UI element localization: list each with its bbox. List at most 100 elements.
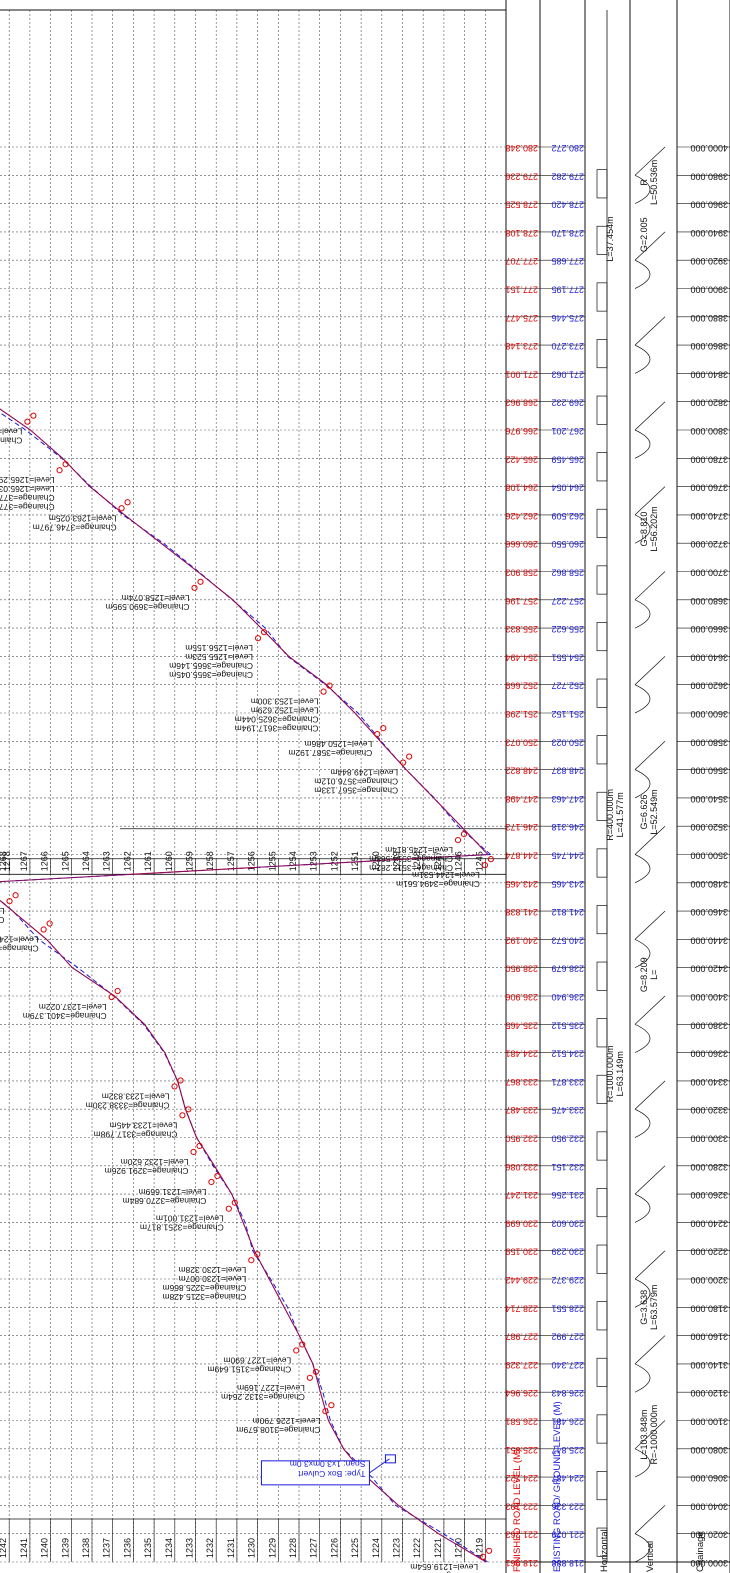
chainage-value: 3460.000: [690, 907, 728, 917]
upper-scale-label: 1263: [102, 851, 112, 871]
chainage-value: 3780.000: [690, 454, 728, 464]
vertical-curve: [634, 1363, 651, 1393]
ip-label: Chainage=3005.851m: [394, 1571, 478, 1573]
existing-level-value: 226.843: [551, 1388, 584, 1398]
ip-label: Level=1227.690m: [223, 1355, 291, 1365]
row-title-existing: EXISTING ROAD/ GROUND LEVEL (M): [552, 1401, 563, 1572]
ip-label: Level=1230.007m: [178, 1274, 246, 1284]
vertical-annotation: G=8.209: [639, 957, 649, 992]
chainage-value: 3160.000: [690, 1332, 728, 1342]
horizontal-annotation: L=63.149m: [615, 1051, 625, 1096]
ip-label: Level=1263.025m: [49, 513, 117, 523]
ip-label: Chainage=3270.684m: [123, 1196, 207, 1206]
existing-level-value: 241.812: [551, 907, 584, 917]
vertical-curve: [634, 854, 651, 884]
ip-marker: [24, 418, 31, 425]
ip-marker: [197, 578, 204, 585]
horizontal-annotation: L=37.454m: [605, 216, 615, 261]
vertical-annotation: G=2.005: [639, 217, 649, 252]
upper-scale-label: 1249: [392, 851, 402, 871]
horizontal-curve-box: [596, 961, 608, 991]
horizontal-curve-box: [596, 282, 608, 312]
existing-level-value: 250.023: [551, 737, 584, 747]
ip-label: Level=1226.790m: [253, 1416, 321, 1426]
vertical-grade: [634, 910, 666, 940]
ip-label: Level=1255.523m: [185, 652, 253, 662]
existing-level-value: 235.512: [551, 1020, 584, 1030]
ip-label: Level=1244.531m: [412, 870, 480, 880]
ip-label: Level=1240.935m: [0, 935, 39, 945]
chainage-value: 3060.000: [690, 1473, 728, 1483]
ip-label: Level=1265.030m: [0, 484, 55, 494]
upper-scale-label: 1260: [164, 851, 174, 871]
existing-level-value: 230.239: [551, 1247, 584, 1257]
existing-level-value: 221.029: [551, 1530, 584, 1540]
existing-ground-line: [0, 854, 491, 1563]
horizontal-curve-box: [596, 622, 608, 652]
vertical-curve: [634, 1193, 651, 1223]
ip-marker: [248, 1257, 255, 1264]
existing-level-value: 247.463: [551, 794, 584, 804]
finished-level-value: 224.722: [505, 1473, 538, 1483]
vertical-grade: [634, 1420, 666, 1450]
existing-level-value: 267.201: [551, 426, 584, 436]
existing-level-value: 236.940: [551, 992, 584, 1002]
vertical-curve: [634, 1023, 651, 1053]
horizontal-curve-box: [596, 508, 608, 538]
existing-level-value: 226.481: [551, 1417, 584, 1427]
culvert-symbol: [384, 1454, 396, 1464]
chainage-value: 3560.000: [690, 766, 728, 776]
upper-scale-label: 1266: [40, 851, 50, 871]
vertical-grade: [634, 1505, 666, 1534]
chainage-value: 3860.000: [690, 341, 728, 351]
chainage-value: 4000.000: [690, 143, 728, 153]
chainage-value: 3520.000: [690, 822, 728, 832]
vertical-annotation: G=8.810: [639, 512, 649, 547]
ip-label: Chainage=3665.146m: [169, 661, 253, 671]
existing-level-value: 240.573: [551, 935, 584, 945]
ip-marker: [293, 1347, 300, 1354]
ip-label: Chainage=3251.817m: [140, 1223, 224, 1233]
chainage-value: 3200.000: [690, 1275, 728, 1285]
ip-label: Chainage=3108.679m: [236, 1425, 320, 1435]
level-scale-label: 1225: [350, 1538, 360, 1558]
level-scale-label: 1235: [143, 1538, 153, 1558]
finished-level-value: 250.073: [505, 737, 538, 747]
upper-scale-label: 1268: [0, 851, 8, 871]
finished-level-value: 221.263: [505, 1530, 538, 1540]
chainage-value: 3900.000: [690, 285, 728, 295]
existing-level-value: 246.318: [551, 822, 584, 832]
ip-label: Level=1245.814m: [385, 845, 453, 855]
profile-markers: [6, 412, 495, 1560]
chainage-value: 3880.000: [690, 313, 728, 323]
vertical-grade: [634, 1080, 666, 1110]
horizontal-curve-box: [596, 395, 608, 425]
chainage-value: 3540.000: [690, 794, 728, 804]
ip-marker: [374, 731, 381, 738]
upper-scale-label: 1257: [226, 851, 236, 871]
ip-marker: [118, 505, 125, 512]
upper-scale-label: 1247: [433, 851, 443, 871]
upper-scale-label: 1253: [309, 851, 319, 871]
ip-label: Level=1231.669m: [139, 1187, 207, 1197]
horizontal-curve-box: [596, 169, 608, 199]
ip-label: Chainage=3338.230m: [86, 1100, 170, 1110]
chainage-value: 3920.000: [690, 256, 728, 266]
ip-label: Level=1256.155m: [185, 643, 253, 653]
ip-marker: [299, 1341, 306, 1348]
ip-label: Level=1267.746m: [0, 427, 22, 437]
ip-marker: [177, 1077, 184, 1084]
level-scale-label: 1242: [0, 1538, 8, 1558]
ip-label: Level=1233.445m: [110, 1120, 178, 1130]
finished-level-value: 229.442: [505, 1275, 538, 1285]
finished-level-value: 232.086: [505, 1162, 538, 1172]
chainage-value: 3300.000: [690, 1134, 728, 1144]
ip-label: Chainage=3778.044m: [0, 493, 55, 503]
finished-level-value: 232.950: [505, 1134, 538, 1144]
chainage-value: 3980.000: [690, 171, 728, 181]
vertical-grade: [634, 486, 666, 516]
ip-marker: [56, 467, 63, 474]
chainage-value: 3140.000: [690, 1360, 728, 1370]
chainage-value: 3080.000: [690, 1445, 728, 1455]
